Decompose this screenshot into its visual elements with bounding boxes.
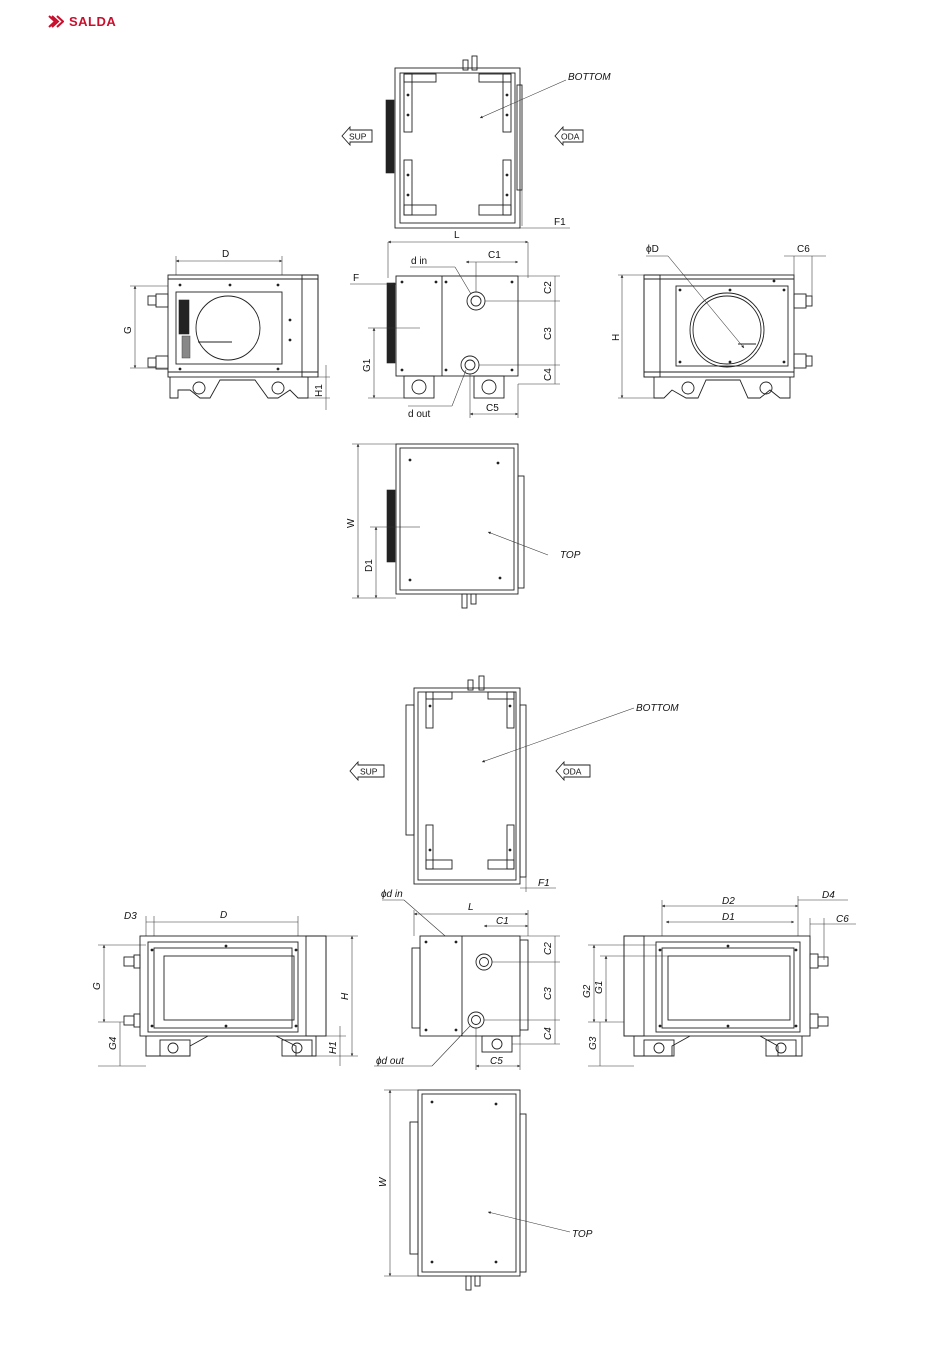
b-dim-d3: D3 <box>124 911 137 922</box>
a-dim-d-out: d out <box>408 409 430 420</box>
b-dim-g: G <box>92 982 103 990</box>
b-dim-h: H <box>340 992 351 1000</box>
b-dim-l: L <box>468 902 474 913</box>
b-right-view: D2 D4 D1 C6 <box>582 890 856 1066</box>
b-dim-phi-d-in: ϕd in <box>381 889 403 900</box>
a-dim-c6: C6 <box>797 244 810 255</box>
b-bottom-label: BOTTOM <box>636 703 679 714</box>
a-dim-f1: F1 <box>554 217 566 228</box>
b-dim-d4: D4 <box>822 890 835 901</box>
a-center-view: L F d in C1 <box>350 230 560 420</box>
a-bottom-label: BOTTOM <box>568 72 611 83</box>
a-dim-h1: H1 <box>314 384 325 397</box>
a-dim-c2: C2 <box>543 281 554 294</box>
b-bottom-view: BOTTOM SUP ODA F1 <box>350 676 679 892</box>
b-left-view: D3 D G G4 <box>92 910 358 1066</box>
b-dim-w: W <box>378 1176 389 1187</box>
a-dim-w: W <box>346 518 357 528</box>
b-dim-g1: G1 <box>594 981 605 994</box>
a-dim-d-in: d in <box>411 256 427 267</box>
a-oda-arrow: ODA <box>555 127 583 145</box>
b-sup-arrow: SUP <box>350 762 384 780</box>
b-dim-c2: C2 <box>543 942 554 955</box>
a-dim-d: D <box>222 249 229 260</box>
a-dim-l: L <box>454 230 460 241</box>
a-top-label: TOP <box>560 550 581 561</box>
a-dim-f: F <box>353 273 359 284</box>
a-dim-d1: D1 <box>364 559 375 572</box>
a-bottom-view: BOTTOM SUP ODA F1 <box>342 56 611 228</box>
a-left-view: D G <box>123 249 330 410</box>
a-sup-label: SUP <box>349 132 367 142</box>
b-dim-g2: G2 <box>582 984 593 998</box>
b-dim-f1: F1 <box>538 878 550 889</box>
diagram-b: BOTTOM SUP ODA F1 D3 D <box>92 676 856 1290</box>
b-sup-label: SUP <box>360 767 378 777</box>
a-dim-h: H <box>611 334 622 341</box>
b-oda-label: ODA <box>563 767 582 777</box>
a-dim-phi-d: ϕD <box>646 244 659 255</box>
a-dim-g1: G1 <box>362 358 373 372</box>
b-dim-c4: C4 <box>543 1027 554 1040</box>
diagram-a: BOTTOM SUP ODA F1 L <box>123 56 826 608</box>
b-dim-c5: C5 <box>490 1056 503 1067</box>
b-dim-c1: C1 <box>496 916 509 927</box>
b-dim-c3: C3 <box>543 987 554 1000</box>
b-dim-c6: C6 <box>836 914 849 925</box>
a-top-view: TOP W D1 <box>346 444 581 608</box>
a-dim-c4: C4 <box>543 368 554 381</box>
b-dim-d2: D2 <box>722 896 735 907</box>
b-dim-d1: D1 <box>722 912 735 923</box>
b-dim-d: D <box>220 910 227 921</box>
b-oda-arrow: ODA <box>556 762 590 780</box>
b-top-label: TOP <box>572 1229 593 1240</box>
b-center-view: ϕd in L C1 <box>374 889 560 1070</box>
b-dim-h1: H1 <box>328 1041 339 1054</box>
a-dim-g: G <box>123 326 134 334</box>
a-right-view: ϕD C6 H <box>611 244 826 398</box>
a-sup-arrow: SUP <box>342 127 372 145</box>
a-oda-label: ODA <box>561 132 580 142</box>
b-top-view: TOP W <box>378 1090 593 1290</box>
a-dim-c3: C3 <box>543 327 554 340</box>
a-dim-c5: C5 <box>486 403 499 414</box>
b-dim-g4: G4 <box>108 1036 119 1050</box>
b-dim-phi-d-out: ϕd out <box>376 1056 405 1067</box>
a-dim-c1: C1 <box>488 250 501 261</box>
b-dim-g3: G3 <box>588 1036 599 1050</box>
